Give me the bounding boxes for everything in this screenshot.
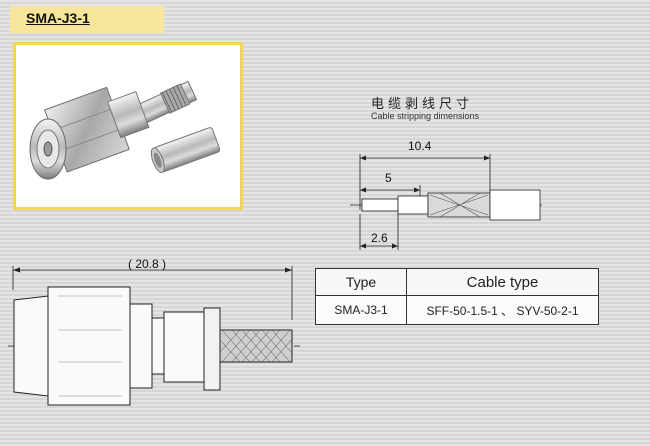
dim-small: 2.6 <box>371 231 388 245</box>
title-bar <box>10 6 164 33</box>
cell-cable-type: SFF-50-1.5-1 、 SYV-50-2-1 <box>406 295 599 325</box>
stripping-title-en: Cable stripping dimensions <box>371 111 480 121</box>
stripping-title-cn: 电缆剥线尺寸 <box>371 96 474 111</box>
spec-table: Type Cable type SMA-J3-1 SFF-50-1.5-1 、 … <box>315 268 599 325</box>
cell-type: SMA-J3-1 <box>315 295 407 325</box>
table-header-row: Type Cable type <box>315 268 599 296</box>
dim-total: 10.4 <box>408 139 432 153</box>
col-header-type: Type <box>315 268 407 296</box>
overall-dim: ( 20.8 ) <box>128 257 167 271</box>
product-photo <box>13 42 243 210</box>
product-title: SMA-J3-1 <box>26 10 90 26</box>
connector-photo-image <box>29 80 221 180</box>
table-row: SMA-J3-1 SFF-50-1.5-1 、 SYV-50-2-1 <box>315 295 599 325</box>
dim-mid: 5 <box>385 171 392 185</box>
col-header-cable-type: Cable type <box>406 268 599 296</box>
